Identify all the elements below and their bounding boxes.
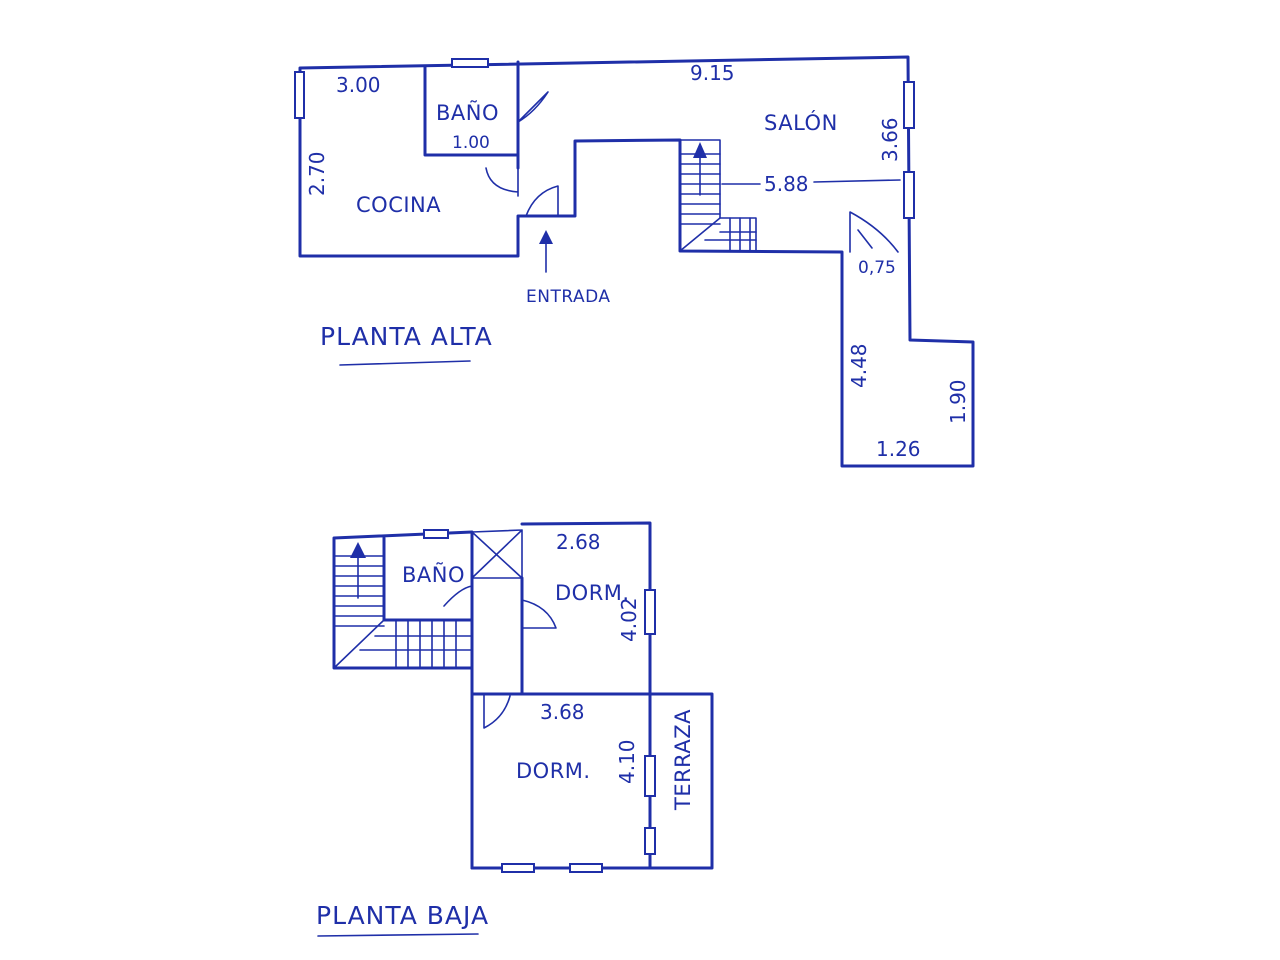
lower-window-top	[423, 529, 449, 539]
entrance-label: ENTRADA	[526, 287, 611, 307]
lower-window-bottom-1	[501, 863, 535, 873]
upper-window-top	[451, 58, 489, 68]
entrance-door	[525, 185, 559, 217]
lower-title: PLANTA BAJA	[316, 901, 489, 930]
upper-window-left	[294, 71, 305, 119]
dim-dorm1-width: 2.68	[556, 530, 601, 554]
dorm1-door	[521, 599, 557, 629]
salon-width-line	[721, 179, 901, 185]
upper-window-right-1	[903, 81, 915, 129]
upper-window-right-2	[903, 171, 915, 219]
upper-bath-wall	[423, 60, 520, 170]
upper-room-bano: BAÑO	[436, 99, 499, 125]
dim-total-width: 9.15	[690, 61, 735, 85]
lower-void	[471, 529, 523, 579]
kitchen-door	[485, 167, 519, 197]
dim-dorm1-depth: 4.02	[617, 597, 641, 642]
lower-stairs-arrow-icon	[350, 542, 366, 558]
lower-window-dorm2-2	[644, 827, 656, 855]
lower-floor: BAÑO DORM. DORM. TERRAZA PLANTA BAJA 2.6…	[316, 521, 714, 937]
dim-kitchen-depth: 2.70	[305, 151, 329, 196]
upper-title-underline	[339, 360, 471, 366]
lower-bath-door	[443, 585, 473, 609]
entrance-arrow-icon	[539, 230, 553, 244]
lower-stairs	[333, 551, 473, 669]
lower-window-dorm2-1	[644, 755, 656, 797]
salon-door	[849, 211, 899, 253]
dorm2-wall	[470, 692, 714, 870]
dim-dorm2-depth: 4.10	[615, 739, 639, 784]
lower-window-dorm1	[644, 589, 656, 635]
lower-room-dorm1: DORM.	[555, 581, 630, 605]
dim-annex-depth: 4.48	[847, 343, 871, 388]
lower-corridor-wall	[470, 576, 524, 870]
lower-room-bano: BAÑO	[402, 561, 465, 587]
dim-annex-width: 1.26	[876, 437, 921, 461]
lower-room-terraza: TERRAZA	[671, 709, 695, 811]
dim-door-width: 0,75	[858, 258, 896, 278]
lower-title-underline	[317, 933, 479, 937]
dim-dorm2-width: 3.68	[540, 700, 585, 724]
dorm2-door	[483, 693, 511, 729]
upper-floor: BAÑO COCINA SALÓN ENTRADA PLANTA ALTA 3.…	[294, 55, 975, 468]
upper-stairs	[679, 139, 757, 252]
lower-room-dorm2: DORM.	[516, 759, 591, 783]
lower-window-bottom-2	[569, 863, 603, 873]
dim-salon-depth: 3.66	[878, 117, 902, 162]
dim-bath-width: 1.00	[452, 133, 490, 153]
upper-room-cocina: COCINA	[356, 193, 441, 217]
dim-kitchen-width: 3.00	[336, 73, 381, 97]
dim-salon-width: 5.88	[764, 172, 809, 196]
upper-room-salon: SALÓN	[764, 110, 838, 135]
upper-title: PLANTA ALTA	[320, 322, 493, 351]
upper-stairs-arrow-icon	[693, 142, 707, 158]
bath-door	[517, 91, 549, 123]
dim-annex-side: 1.90	[946, 379, 970, 424]
